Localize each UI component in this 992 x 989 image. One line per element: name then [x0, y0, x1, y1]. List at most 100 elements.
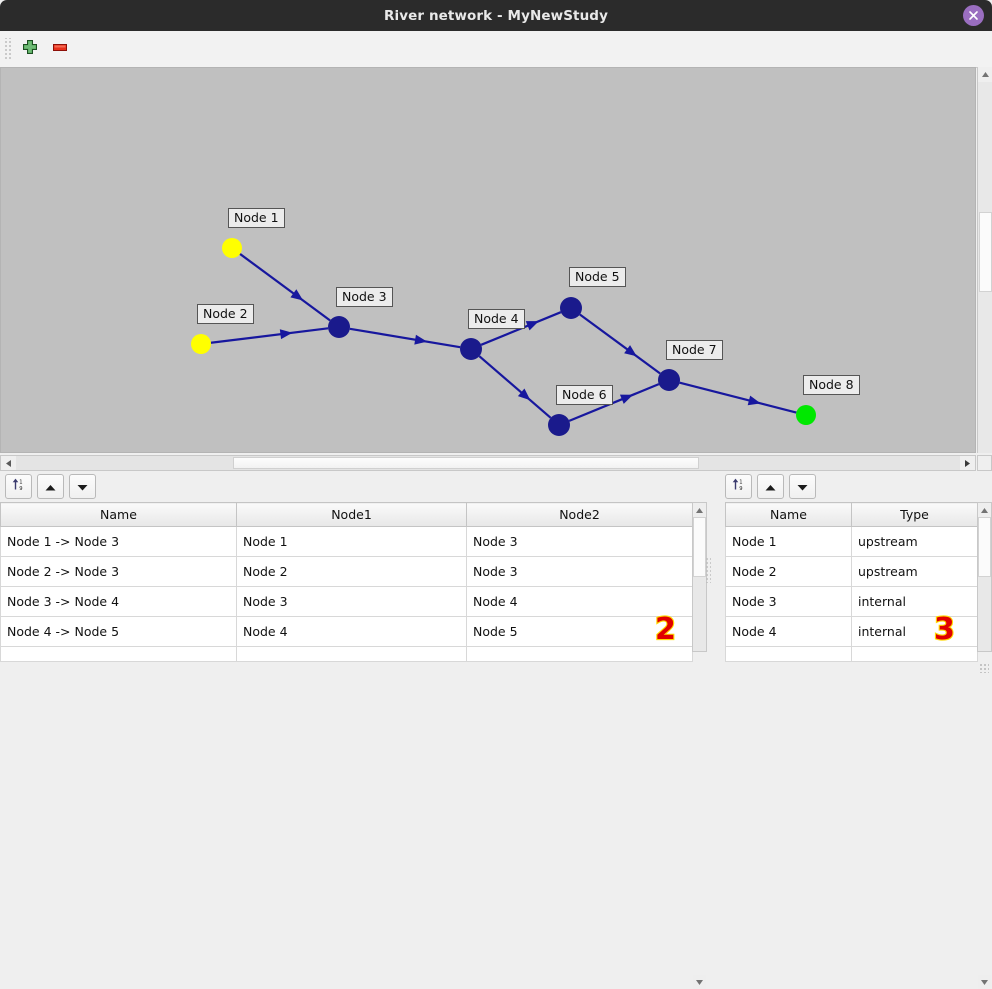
reaches-column-header-node1[interactable]: Node1: [236, 502, 467, 527]
nodes-scroll-up-button[interactable]: [978, 503, 991, 517]
toolbar-drag-handle[interactable]: [3, 38, 13, 60]
reaches-sort-button[interactable]: 1 9: [5, 473, 32, 499]
reaches-table-scrollbar[interactable]: [692, 502, 707, 989]
edge-arrow-icon: [525, 321, 539, 331]
reaches-scroll-up-button[interactable]: [693, 503, 706, 517]
edge-Node2-to-Node3[interactable]: [210, 327, 329, 344]
reaches-table-cell[interactable]: Node 3: [466, 556, 693, 587]
graph-node-label-node-5[interactable]: Node 5: [569, 267, 626, 287]
close-button[interactable]: [963, 5, 984, 26]
graph-node-node-4[interactable]: [460, 338, 482, 360]
edge-arrow-icon: [414, 334, 428, 345]
nodes-table-cell[interactable]: [851, 646, 978, 662]
graph-node-label-node-7[interactable]: Node 7: [666, 340, 723, 360]
reaches-table-cell[interactable]: Node 3: [466, 526, 693, 557]
nodes-move-down-button[interactable]: [789, 473, 816, 499]
panels-vertical-splitter[interactable]: [705, 557, 711, 583]
graph-node-label-node-3[interactable]: Node 3: [336, 287, 393, 307]
reaches-table-cell[interactable]: [0, 646, 237, 662]
reaches-table-cell[interactable]: Node 2: [236, 556, 467, 587]
nodes-table-scrollbar[interactable]: [977, 502, 992, 989]
graph-node-label-node-4[interactable]: Node 4: [468, 309, 525, 329]
canvas-vertical-scrollbar[interactable]: [977, 67, 992, 554]
reaches-table-cell[interactable]: Node 4: [236, 616, 467, 647]
scroll-left-button[interactable]: [1, 456, 16, 470]
annotation-marker-3: 3: [933, 611, 956, 648]
graph-node-node-7[interactable]: [658, 369, 680, 391]
reaches-table-cell[interactable]: Node 1 -> Node 3: [0, 526, 237, 557]
scroll-up-button[interactable]: [978, 67, 992, 82]
graph-node-node-8[interactable]: [796, 405, 816, 425]
canvas-hscroll-thumb[interactable]: [233, 457, 699, 469]
nodes-table-cell[interactable]: internal: [851, 586, 978, 617]
nodes-table-cell[interactable]: Node 3: [725, 586, 852, 617]
edge-Node1-to-Node3[interactable]: [239, 253, 331, 322]
nodes-table-cell[interactable]: internal: [851, 616, 978, 647]
window-resize-grip-icon[interactable]: [979, 663, 989, 673]
remove-node-button[interactable]: [45, 35, 75, 63]
nodes-column-header-name[interactable]: Name: [725, 502, 852, 527]
nodes-column-header-type[interactable]: Type: [851, 502, 978, 527]
canvas-vscroll-thumb[interactable]: [979, 212, 992, 292]
edge-Node4-to-Node6[interactable]: [478, 355, 552, 419]
nodes-sort-button[interactable]: 1 9: [725, 473, 752, 499]
reaches-table-cell[interactable]: [236, 646, 467, 662]
nodes-scroll-thumb[interactable]: [978, 517, 991, 577]
nodes-move-up-button[interactable]: [757, 473, 784, 499]
reaches-scroll-thumb[interactable]: [693, 517, 706, 577]
reaches-table-row[interactable]: [0, 646, 693, 662]
nodes-table-cell[interactable]: upstream: [851, 526, 978, 557]
edge-Node3-to-Node4[interactable]: [349, 327, 461, 349]
title-bar: River network - MyNewStudy: [0, 0, 992, 31]
graph-node-node-6[interactable]: [548, 414, 570, 436]
reaches-column-header-name[interactable]: Name: [0, 502, 237, 527]
reaches-scroll-down-button[interactable]: [693, 975, 706, 989]
canvas-horizontal-scrollbar[interactable]: [0, 455, 976, 471]
nodes-table-cell[interactable]: Node 4: [725, 616, 852, 647]
nodes-scroll-down-button[interactable]: [978, 975, 991, 989]
edge-Node7-to-Node8[interactable]: [679, 381, 797, 414]
svg-text:1: 1: [739, 479, 742, 485]
reaches-table-cell[interactable]: Node 3 -> Node 4: [0, 586, 237, 617]
scroll-right-button[interactable]: [960, 456, 975, 470]
nodes-table-cell[interactable]: upstream: [851, 556, 978, 587]
reaches-table-cell[interactable]: Node 3: [236, 586, 467, 617]
nodes-table-row[interactable]: [725, 646, 978, 662]
reaches-column-header-node2[interactable]: Node2: [466, 502, 693, 527]
graph-node-label-node-2[interactable]: Node 2: [197, 304, 254, 324]
arrow-up-icon: [764, 477, 777, 496]
graph-node-node-3[interactable]: [328, 316, 350, 338]
reaches-table-cell[interactable]: [466, 646, 693, 662]
edge-Node5-to-Node7[interactable]: [579, 313, 661, 375]
reaches-table-cell[interactable]: Node 5: [466, 616, 693, 647]
graph-node-node-2[interactable]: [191, 334, 211, 354]
nodes-table-cell[interactable]: Node 2: [725, 556, 852, 587]
reaches-table-cell[interactable]: Node 2 -> Node 3: [0, 556, 237, 587]
reaches-table-cell[interactable]: Node 1: [236, 526, 467, 557]
graph-node-node-1[interactable]: [222, 238, 242, 258]
reaches-move-up-button[interactable]: [37, 473, 64, 499]
network-canvas[interactable]: Node 1 Node 2 Node 3 Node 4 Node 5 Node 6 Node…: [0, 67, 976, 453]
reaches-table-cell[interactable]: Node 4 -> Node 5: [0, 616, 237, 647]
graph-node-label-node-6[interactable]: Node 6: [556, 385, 613, 405]
add-node-button[interactable]: [15, 35, 45, 63]
graph-node-label-node-8[interactable]: Node 8: [803, 375, 860, 395]
nodes-table-cell[interactable]: Node 1: [725, 526, 852, 557]
nodes-table-cell[interactable]: [725, 646, 852, 662]
reaches-move-down-button[interactable]: [69, 473, 96, 499]
graph-node-label-node-1[interactable]: Node 1: [228, 208, 285, 228]
graph-node-node-5[interactable]: [560, 297, 582, 319]
edge-Node6-to-Node7[interactable]: [568, 383, 660, 422]
